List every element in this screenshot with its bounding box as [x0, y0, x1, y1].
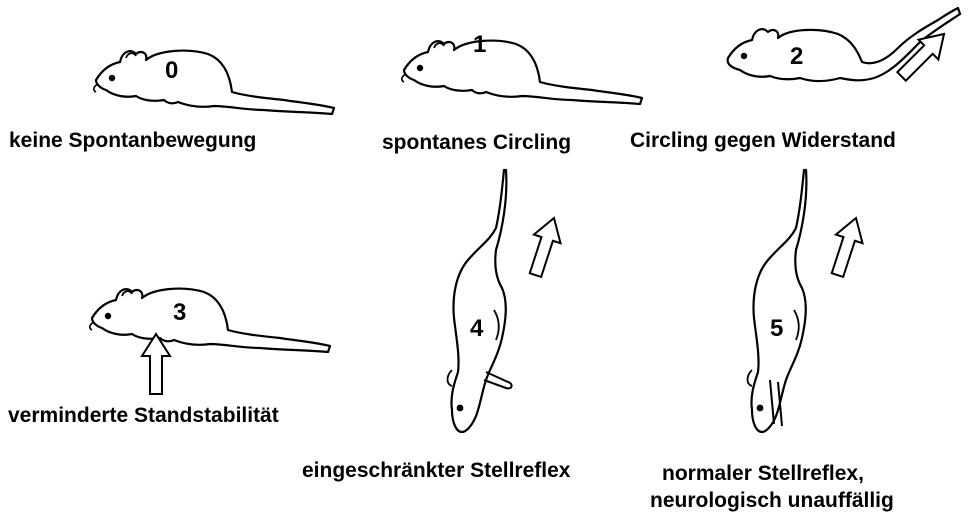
caption-2: Circling gegen Widerstand	[630, 129, 896, 153]
caption-5-line2: neurologisch unauffällig	[650, 489, 894, 513]
rat-4-illustration	[448, 170, 568, 432]
rat-5-illustration	[748, 170, 870, 432]
score-0-number: 0	[165, 57, 178, 84]
rat-3-illustration	[90, 289, 330, 394]
rat-2-illustration	[728, 8, 960, 86]
caption-4: eingeschränkter Stellreflex	[302, 459, 570, 483]
caption-0: keine Spontanbewegung	[9, 129, 256, 153]
rat-0-illustration	[94, 51, 334, 114]
rat-1-illustration	[402, 41, 642, 104]
score-1-number: 1	[473, 31, 486, 58]
score-5-number: 5	[770, 315, 783, 342]
caption-5-line1: normaler Stellreflex,	[662, 462, 864, 486]
caption-3: verminderte Standstabilität	[8, 404, 279, 428]
score-4-number: 4	[470, 315, 484, 342]
score-2-number: 2	[790, 43, 803, 70]
score-3-number: 3	[173, 299, 186, 326]
caption-1: spontanes Circling	[382, 131, 571, 155]
